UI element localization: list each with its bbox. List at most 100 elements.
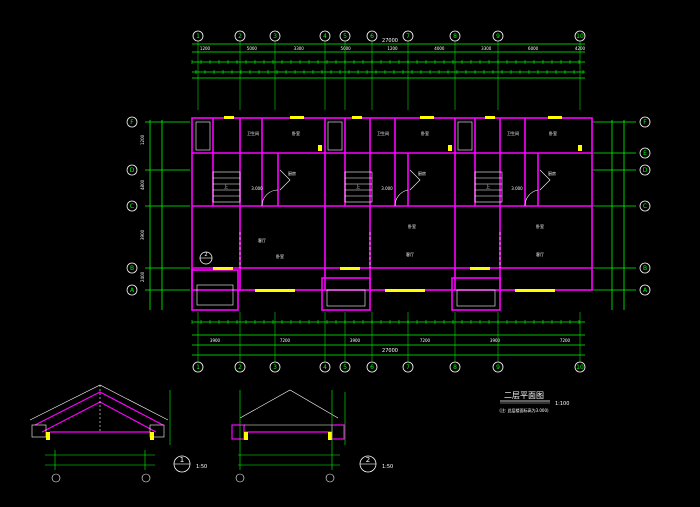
top-dim-text: 3300 <box>481 46 492 51</box>
grid-bubble-bottom-label: 3 <box>273 364 277 371</box>
detail-1-number: 1 <box>180 456 184 464</box>
room-labels: 卫生间 卧室 厨房 客厅 卧室 卫生间 卧室 厨房 客厅 卧室 卫生间 卧室 厨… <box>224 130 557 259</box>
grid-bubble-bottom-label: 8 <box>453 364 457 371</box>
top-dim-text: 4000 <box>434 46 445 51</box>
bottom-dim-text: 3900 <box>210 338 221 343</box>
room-u3-living: 客厅 <box>536 251 544 257</box>
bottom-dim-text: 7200 <box>420 338 431 343</box>
top-dim-text: 5000 <box>247 46 258 51</box>
level-mark-u2: 3.000 <box>381 186 393 191</box>
bottom-dim-text: 7200 <box>560 338 571 343</box>
grid-bubble-bottom-label: 9 <box>496 364 500 371</box>
grid-bubble-top-label: 8 <box>453 33 457 40</box>
drawing-note: (注: 此层楼面标高为3.000) <box>499 407 549 413</box>
detail-2-scale: 1:50 <box>382 464 393 470</box>
grid-bubble-top-10: 10 <box>574 30 586 110</box>
section-marker-number: 2 <box>204 252 207 258</box>
stair-u2: 上 <box>356 183 360 189</box>
grid-bubble-bottom-label: 7 <box>406 364 410 371</box>
drawing-title: 二层平面图 <box>504 391 544 400</box>
grid-bubble-bottom-6: 6 <box>366 312 378 373</box>
axis-F-right: F <box>643 119 647 126</box>
grid-bubble-bottom-label: 6 <box>370 364 374 371</box>
room-u1-bed: 卧室 <box>292 130 300 136</box>
axis-D-left: D <box>130 167 135 174</box>
floor-plan-details <box>195 121 551 307</box>
grid-bubble-bottom-9: 9 <box>492 312 504 373</box>
drawing-scale: 1:100 <box>555 401 569 407</box>
stair-u3: 上 <box>486 183 490 189</box>
axis-C-left: C <box>130 203 134 210</box>
left-dimension-band <box>145 120 190 310</box>
room-u1-living: 客厅 <box>258 237 266 243</box>
overall-dimension-bottom: 27000 <box>382 348 398 354</box>
grid-bubble-top-5: 5 <box>339 30 351 110</box>
axis-A-left: A <box>130 287 135 294</box>
bottom-dimension-band <box>192 321 585 356</box>
room-u2-bed: 卧室 <box>421 130 429 136</box>
top-dimension-ticks <box>191 60 584 74</box>
grid-bubble-top-2: 2 <box>234 30 246 110</box>
level-mark-u1: 3.000 <box>251 186 263 191</box>
right-dimension-band <box>592 120 636 310</box>
room-u1-bed2: 卧室 <box>276 253 284 259</box>
grid-bubble-bottom-2: 2 <box>234 312 246 373</box>
grid-bubble-top-3: 3 <box>269 30 281 110</box>
axis-E-right: E <box>643 150 647 157</box>
axis-F-left: F <box>130 119 134 126</box>
detail-2-number: 2 <box>366 456 370 464</box>
grid-bubble-bottom-10: 10 <box>574 312 586 373</box>
bottom-dim-text: 3900 <box>490 338 501 343</box>
grid-bubble-top-label: 7 <box>406 33 410 40</box>
room-u1-kitchen: 厨房 <box>288 170 296 176</box>
room-u1-bath: 卫生间 <box>247 130 259 136</box>
grid-bubble-top-label: 9 <box>496 33 500 40</box>
top-grid-bubbles: 1 2 3 4 5 6 7 8 9 10 <box>192 30 586 110</box>
grid-bubble-top-label: 5 <box>343 33 347 40</box>
right-grid-bubbles <box>639 116 651 296</box>
left-dim-1: 1200 <box>140 134 145 145</box>
bottom-dimension-texts: 3900 7200 3900 7200 3900 7200 <box>210 338 571 343</box>
left-dim-4: 2400 <box>140 271 145 282</box>
detail-2-section: 2 1:50 <box>231 389 393 483</box>
level-mark-u3: 3.000 <box>511 186 523 191</box>
top-dim-text: 6000 <box>528 46 539 51</box>
room-u3-bed: 卧室 <box>549 130 557 136</box>
axis-A-right: A <box>643 287 648 294</box>
room-u3-bed2: 卧室 <box>536 223 544 229</box>
bottom-dimension-ticks <box>191 320 580 324</box>
grid-bubble-top-label: 10 <box>576 33 584 40</box>
grid-bubble-bottom-4: 4 <box>319 312 331 373</box>
overall-dimension-top: 27000 <box>382 38 398 44</box>
grid-bubble-bottom-5: 5 <box>339 312 351 373</box>
grid-bubble-bottom-1: 1 <box>192 312 204 373</box>
detail-1-section: 1 1:50 <box>29 384 207 483</box>
bottom-dim-text: 7200 <box>280 338 291 343</box>
room-u2-bath: 卫生间 <box>377 130 389 136</box>
room-u3-bath: 卫生间 <box>507 130 519 136</box>
top-dim-text: 1200 <box>387 46 398 51</box>
top-dim-text: 5000 <box>341 46 352 51</box>
grid-bubble-top-9: 9 <box>492 30 504 110</box>
grid-bubble-top-label: 2 <box>238 33 242 40</box>
grid-bubble-bottom-label: 1 <box>196 364 200 371</box>
axis-B-left: B <box>130 265 134 272</box>
top-dim-text: 3300 <box>294 46 305 51</box>
section-marker: 2 <box>199 251 213 265</box>
grid-bubble-bottom-3: 3 <box>269 312 281 373</box>
grid-bubble-top-1: 1 <box>192 30 204 110</box>
grid-bubble-top-4: 4 <box>319 30 331 110</box>
stair-u1: 上 <box>224 183 228 189</box>
room-u2-living: 客厅 <box>406 251 414 257</box>
top-dim-text: 1200 <box>200 46 211 51</box>
grid-bubble-top-label: 1 <box>196 33 200 40</box>
grid-bubble-top-6: 6 <box>366 30 378 110</box>
grid-bubble-bottom-label: 5 <box>343 364 347 371</box>
grid-bubble-top-7: 7 <box>402 30 414 110</box>
bottom-dim-text: 3900 <box>350 338 361 343</box>
grid-bubble-top-label: 3 <box>273 33 277 40</box>
axis-D-right: D <box>643 167 648 174</box>
window-marks <box>213 116 582 292</box>
